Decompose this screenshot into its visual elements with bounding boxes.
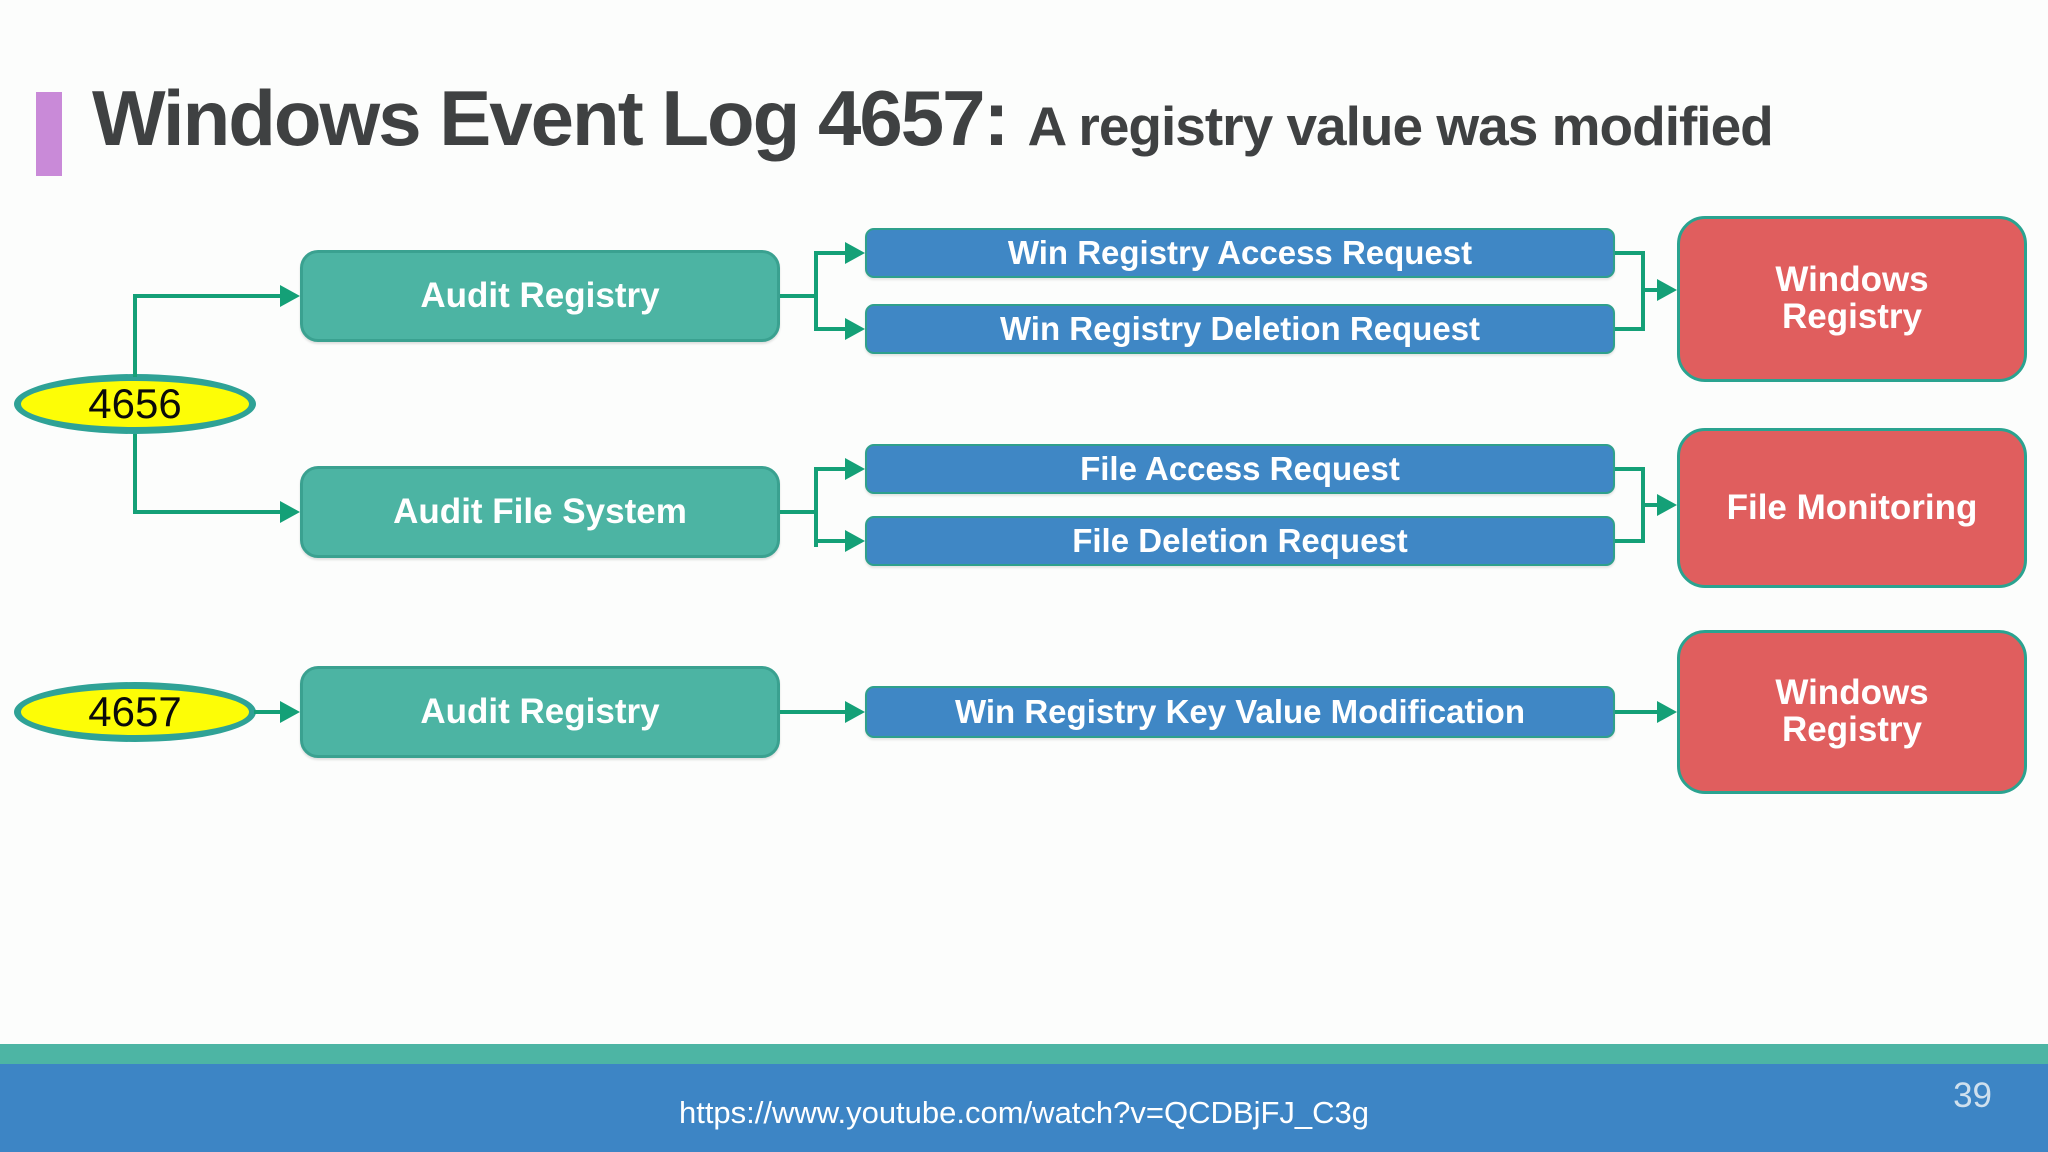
connector-split1-up	[814, 251, 847, 255]
connector-teal3-out	[780, 710, 847, 714]
node-audit-file-system: Audit File System	[300, 466, 780, 558]
node-windows-registry-row3-label: Windows Registry	[1775, 673, 1929, 749]
arrow-into-win-registry-access-icon	[845, 242, 865, 264]
connector-split1-vertical	[814, 251, 818, 331]
arrow-into-file-monitoring-icon	[1657, 494, 1677, 516]
title-accent-bar	[36, 92, 62, 176]
node-audit-registry-row3: Audit Registry	[300, 666, 780, 758]
connector-merge1-top	[1615, 251, 1645, 255]
connector-split2-up	[814, 467, 847, 471]
connector-4656-down-vertical	[133, 434, 137, 512]
title-subtitle: A registry value was modified	[1027, 95, 1773, 157]
page-number: 39	[1953, 1076, 1992, 1115]
footer-blue-bar	[0, 1064, 2048, 1152]
node-win-registry-access-request: Win Registry Access Request	[865, 228, 1615, 278]
connector-teal2-out	[780, 510, 818, 514]
node-file-monitoring: File Monitoring	[1677, 428, 2027, 588]
connector-merge2-mid	[1641, 503, 1659, 507]
arrow-into-windows-registry-row1-icon	[1657, 279, 1677, 301]
node-windows-registry-row1: Windows Registry	[1677, 216, 2027, 382]
connector-4656-up-horizontal	[133, 294, 282, 298]
node-win-registry-key-value-modification: Win Registry Key Value Modification	[865, 686, 1615, 738]
arrow-into-windows-registry-row3-icon	[1657, 701, 1677, 723]
connector-blue5-out	[1615, 710, 1659, 714]
node-windows-registry-row3: Windows Registry	[1677, 630, 2027, 794]
node-audit-registry-row1: Audit Registry	[300, 250, 780, 342]
node-file-deletion-request: File Deletion Request	[865, 516, 1615, 566]
node-windows-registry-row1-label: Windows Registry	[1775, 260, 1929, 336]
footer-teal-bar	[0, 1044, 2048, 1064]
arrow-into-file-access-icon	[845, 458, 865, 480]
arrow-into-key-value-modification-icon	[845, 701, 865, 723]
connector-4656-down-horizontal	[133, 510, 282, 514]
title-main: Windows Event Log 4657:	[92, 74, 1009, 162]
connector-split2-down	[814, 539, 847, 543]
arrow-into-win-registry-deletion-icon	[845, 318, 865, 340]
arrow-into-audit-file-system-icon	[280, 501, 300, 523]
connector-split2-vertical	[814, 467, 818, 547]
arrow-into-audit-registry-row1-icon	[280, 285, 300, 307]
event-node-4656: 4656	[14, 374, 256, 434]
connector-merge2-top	[1615, 467, 1645, 471]
arrow-into-file-deletion-icon	[845, 530, 865, 552]
connector-merge1-mid	[1641, 288, 1659, 292]
page-title: Windows Event Log 4657: A registry value …	[92, 58, 1992, 178]
node-file-access-request: File Access Request	[865, 444, 1615, 494]
arrow-into-audit-registry-row3-icon	[280, 701, 300, 723]
connector-4656-up-vertical	[133, 296, 137, 377]
footer-url: https://www.youtube.com/watch?v=QCDBjFJ_…	[678, 1095, 1370, 1130]
connector-4657-out	[254, 710, 284, 714]
node-win-registry-deletion-request: Win Registry Deletion Request	[865, 304, 1615, 354]
connector-merge2-bottom	[1615, 539, 1645, 543]
connector-teal1-out	[780, 294, 818, 298]
connector-merge1-bottom	[1615, 327, 1645, 331]
connector-split1-down	[814, 327, 847, 331]
event-node-4657: 4657	[14, 682, 256, 742]
